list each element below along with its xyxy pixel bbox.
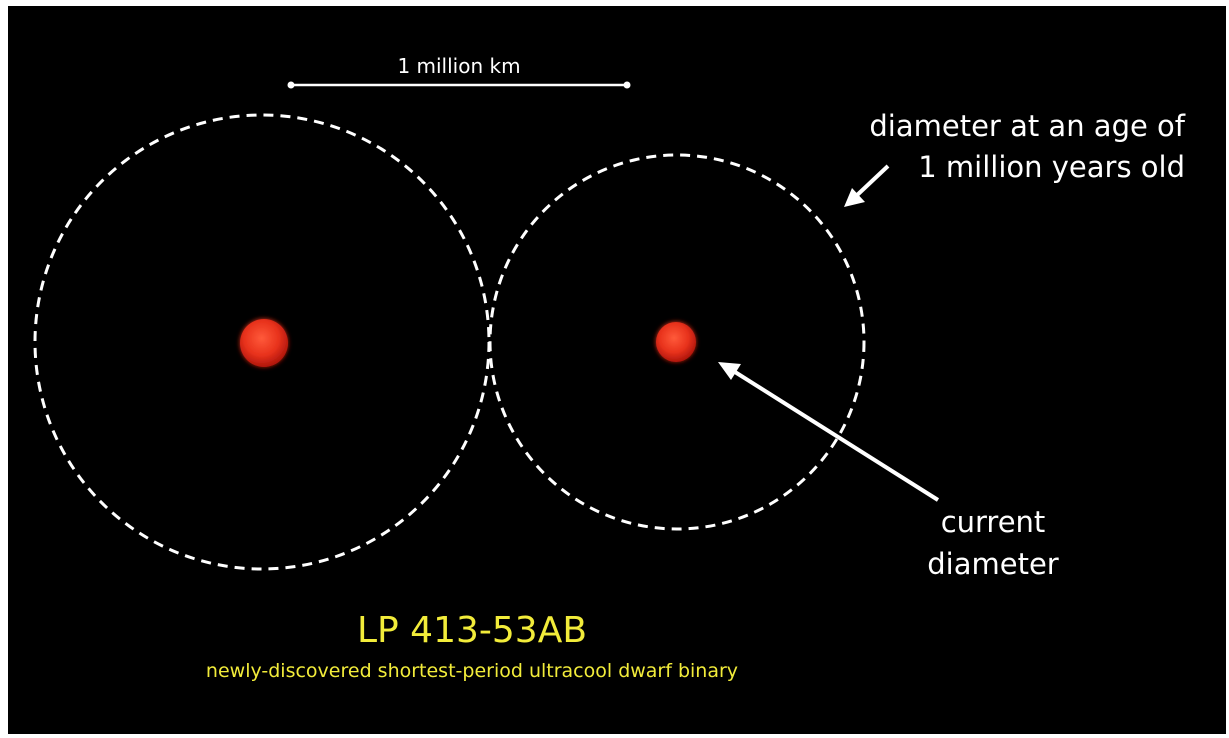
diagram-canvas: 1 million km diameter at an age of 1 mil… — [33, 54, 1186, 682]
scale-bar: 1 million km — [287, 54, 631, 89]
current-diameter-label-line1: current — [941, 505, 1046, 539]
diagram-title: LP 413-53AB — [357, 610, 587, 651]
young-diameter-label-line2: 1 million years old — [918, 150, 1185, 184]
scale-bar-right-endpoint — [623, 81, 631, 89]
right-star — [656, 322, 696, 362]
young-diameter-arrow — [844, 164, 890, 207]
current-diameter-arrow — [718, 362, 940, 502]
scale-bar-left-endpoint — [287, 81, 295, 89]
current-diameter-label-line2: diameter — [927, 547, 1059, 581]
left-star — [240, 319, 288, 367]
right-young-diameter-circle — [488, 153, 866, 531]
diagram-stage: 1 million km diameter at an age of 1 mil… — [8, 6, 1226, 734]
diagram-subtitle: newly-discovered shortest-period ultraco… — [206, 660, 738, 682]
young-diameter-label-line1: diameter at an age of — [869, 109, 1185, 143]
scale-bar-label: 1 million km — [397, 54, 520, 78]
